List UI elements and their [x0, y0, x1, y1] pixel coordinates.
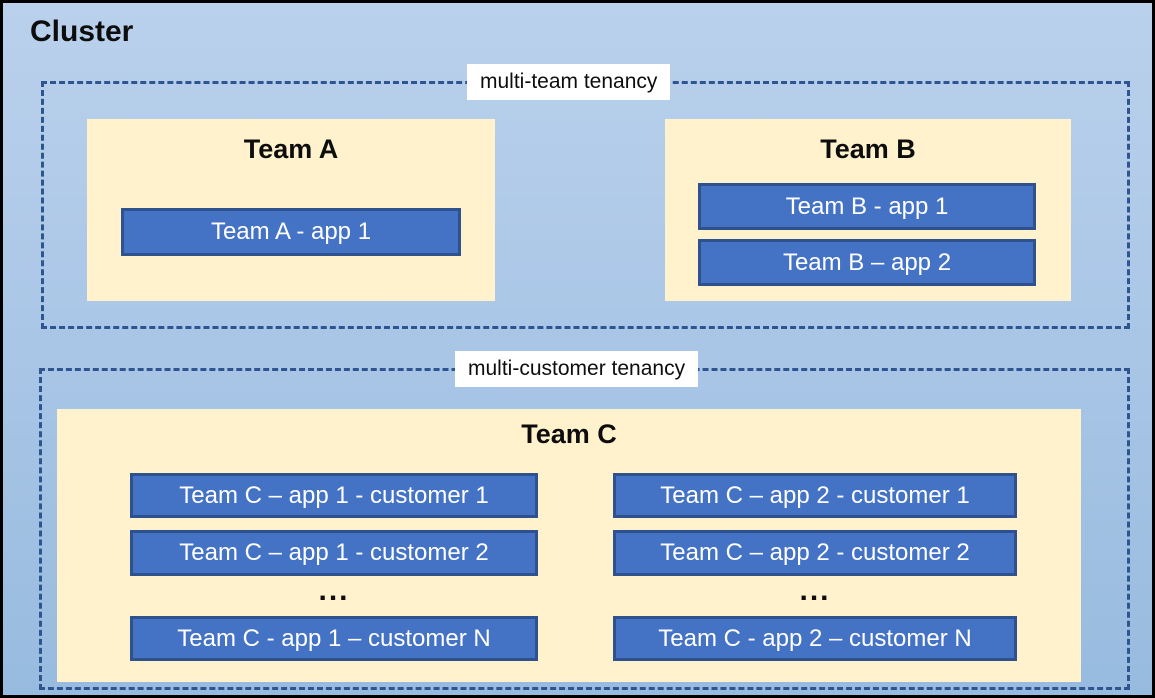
team-b-app-2-box: Team B – app 2 — [698, 239, 1036, 286]
team-c-app2-customer2-box: Team C – app 2 - customer 2 — [613, 530, 1017, 576]
team-c-app1-ellipsis: ... — [318, 574, 350, 607]
team-a-box: Team A Team A - app 1 — [87, 119, 495, 301]
cluster-title: Cluster — [30, 15, 134, 48]
team-b-title: Team B — [820, 134, 916, 164]
team-c-app1-customerN-box: Team C - app 1 – customer N — [130, 616, 538, 661]
team-c-app1-customer2-box: Team C – app 1 - customer 2 — [130, 530, 538, 576]
team-c-app2-customerN-box: Team C - app 2 – customer N — [613, 616, 1017, 661]
multi-team-tenancy-label: multi-team tenancy — [467, 64, 671, 100]
team-c-app2-ellipsis: ... — [799, 574, 831, 607]
team-c-box: Team C Team C – app 1 - customer 1 Team … — [57, 409, 1081, 682]
team-b-app-1-box: Team B - app 1 — [698, 183, 1036, 230]
team-b-box: Team B Team B - app 1 Team B – app 2 — [665, 119, 1071, 301]
multi-customer-tenancy-label: multi-customer tenancy — [455, 351, 699, 387]
team-c-app1-customer1-box: Team C – app 1 - customer 1 — [130, 473, 538, 518]
team-c-app2-customer1-box: Team C – app 2 - customer 1 — [613, 473, 1017, 518]
team-a-title: Team A — [243, 134, 339, 164]
team-a-app-1-box: Team A - app 1 — [121, 208, 461, 256]
team-c-title: Team C — [521, 419, 617, 449]
